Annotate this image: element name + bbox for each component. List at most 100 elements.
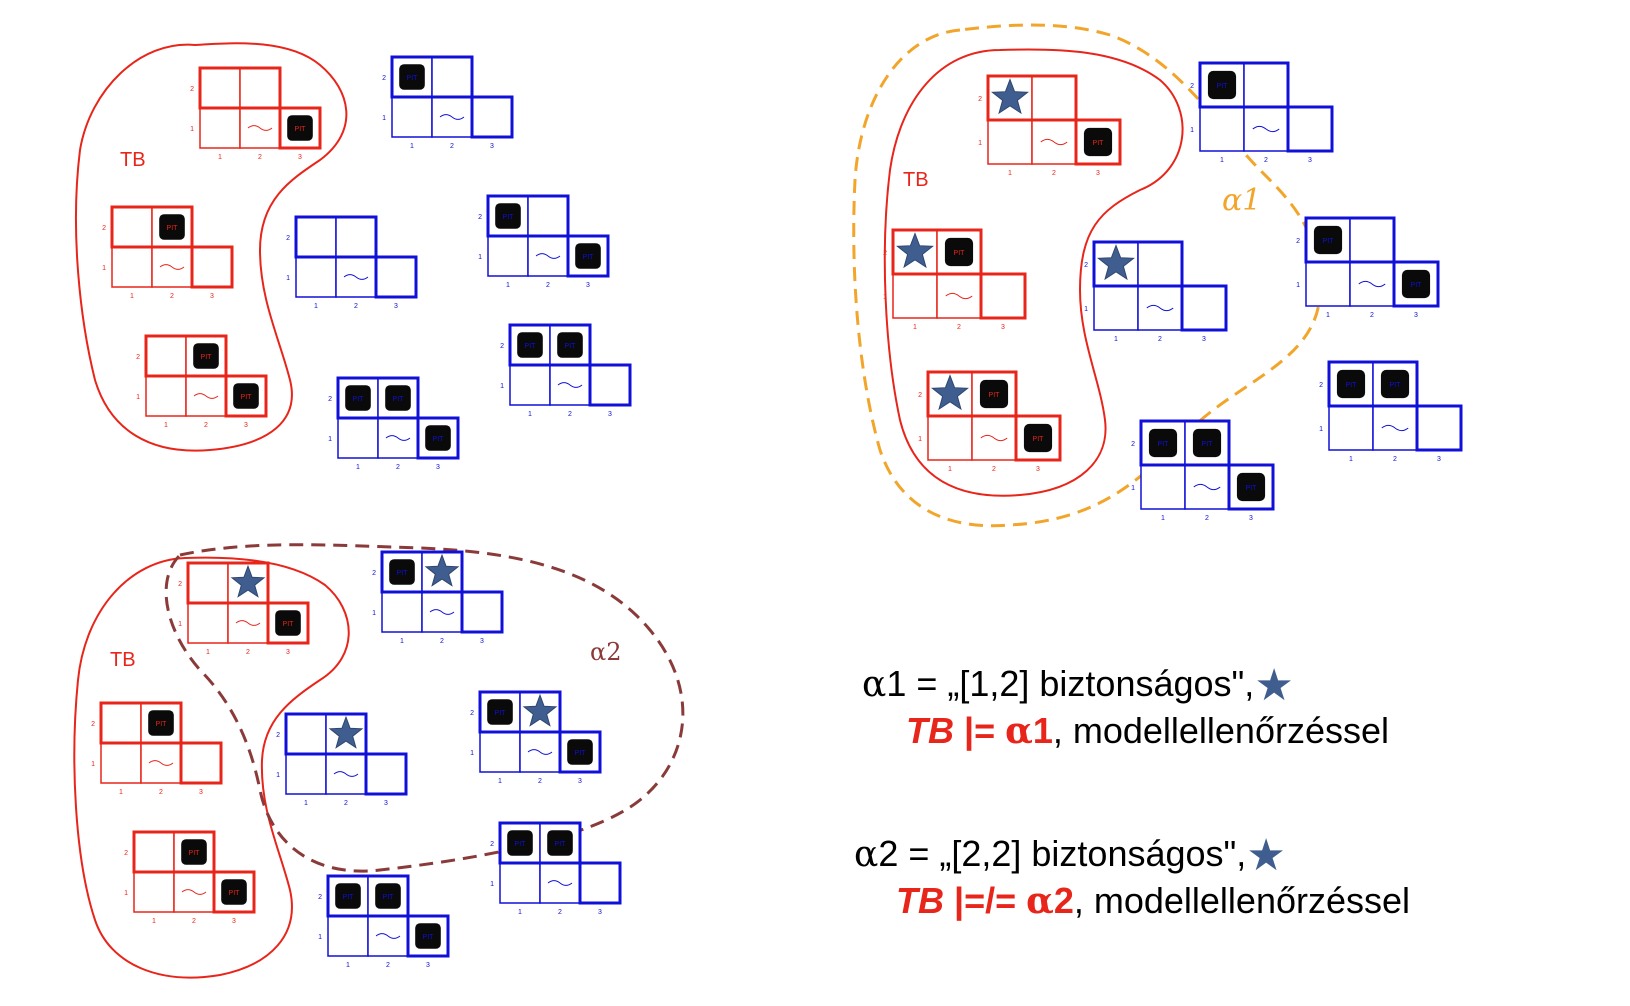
grid-cell — [987, 119, 1033, 165]
grid-cell — [1243, 62, 1289, 108]
breeze-icon — [247, 125, 273, 131]
row-label: 2 — [500, 343, 504, 350]
star-icon: ★ — [1254, 661, 1294, 710]
grid-top-outline — [390, 55, 474, 99]
grid-cell — [187, 602, 229, 644]
grid-cell — [187, 562, 229, 604]
pit-icon — [345, 385, 371, 411]
grid-top-outline — [891, 228, 983, 276]
grid-cell — [1093, 285, 1139, 331]
alpha-symbol: α — [1005, 710, 1033, 752]
row-label: 2 — [478, 214, 482, 221]
col-label: 2 — [546, 282, 550, 289]
grid-cell — [499, 862, 541, 904]
star-icon — [931, 374, 969, 411]
grid-cell — [892, 273, 938, 319]
breeze-icon — [535, 253, 561, 259]
breeze-icon — [148, 760, 174, 766]
pit-label: PIT — [1346, 382, 1358, 389]
col-label: 2 — [1205, 515, 1209, 522]
row-label: 2 — [328, 396, 332, 403]
grid-top-outline — [110, 205, 194, 249]
row-label: 2 — [372, 570, 376, 577]
tb-label: TB — [906, 710, 954, 751]
col-label: 2 — [386, 962, 390, 969]
grid-top-outline — [198, 66, 282, 110]
pit-icon — [1148, 428, 1178, 458]
col-label: 2 — [568, 411, 572, 418]
grid-top-outline — [99, 701, 183, 745]
alpha2-label: α2 — [590, 638, 621, 666]
breeze-icon — [1193, 483, 1221, 491]
pit-label: PIT — [407, 75, 419, 82]
pit-label: PIT — [503, 214, 515, 221]
breeze-icon — [980, 434, 1008, 442]
grid-cell — [295, 256, 337, 298]
col-label: 3 — [598, 909, 602, 916]
pit-label: PIT — [423, 934, 435, 941]
grid-cell — [1349, 217, 1395, 263]
grid-top-outline — [926, 370, 1018, 418]
pit-icon — [1207, 70, 1237, 100]
col-label: 2 — [204, 422, 208, 429]
pit-icon — [517, 332, 543, 358]
col-label: 3 — [436, 464, 440, 471]
col-label: 2 — [1370, 312, 1374, 319]
grid-cell — [133, 831, 175, 873]
row-label: 1 — [918, 436, 922, 443]
grid-top-outline — [144, 334, 228, 378]
breeze-icon — [557, 382, 583, 388]
grid-corner-outline — [374, 255, 418, 299]
pit-icon — [181, 839, 207, 865]
pit-icon — [193, 343, 219, 369]
grid-corner-outline — [1286, 105, 1334, 153]
col-label: 3 — [1036, 466, 1040, 473]
pit-icon — [159, 214, 185, 240]
col-label: 1 — [1008, 170, 1012, 177]
row-label: 1 — [478, 254, 482, 261]
breeze-icon — [1381, 424, 1409, 432]
col-label: 1 — [314, 303, 318, 310]
pit-icon — [375, 883, 401, 909]
pit-icon — [1023, 423, 1053, 453]
pit-icon — [425, 425, 451, 451]
row-label: 1 — [318, 934, 322, 941]
tb-label: TB — [110, 649, 136, 671]
alpha2-boundary — [164, 543, 685, 873]
row-label: 1 — [124, 890, 128, 897]
grid-top-outline — [1198, 61, 1290, 109]
pit-label: PIT — [1390, 382, 1402, 389]
pit-icon — [1083, 127, 1113, 157]
row-label: 2 — [470, 710, 474, 717]
pit-label: PIT — [1217, 83, 1229, 90]
col-label: 2 — [957, 324, 961, 331]
col-label: 3 — [199, 789, 203, 796]
grid-corner-outline — [588, 363, 632, 407]
grid-top-outline — [380, 550, 464, 594]
col-label: 2 — [1393, 456, 1397, 463]
grid-cell — [980, 273, 1026, 319]
statement1-rest: , modellellenőrzéssel — [1052, 710, 1390, 751]
breeze-icon — [1146, 304, 1174, 312]
pit-icon — [979, 379, 1009, 409]
breeze-icon — [429, 609, 455, 615]
pit-label: PIT — [1093, 140, 1105, 147]
col-label: 1 — [164, 422, 168, 429]
col-label: 1 — [528, 411, 532, 418]
col-label: 3 — [1249, 515, 1253, 522]
grid-cell — [487, 235, 529, 277]
grid-cell — [295, 216, 337, 258]
statement1-lhs: 1 = „[1,2] biztonságos", — [886, 663, 1255, 704]
breeze-icon — [547, 880, 573, 886]
col-label: 3 — [490, 143, 494, 150]
grid-top-outline — [498, 821, 582, 865]
pit-label: PIT — [565, 343, 577, 350]
